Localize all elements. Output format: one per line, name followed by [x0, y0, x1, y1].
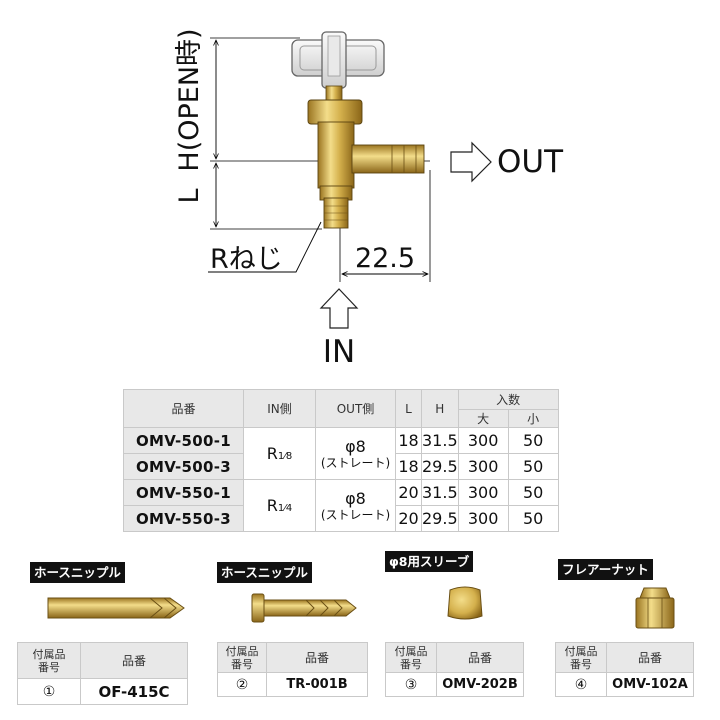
accessory-part: OMV-102A	[606, 672, 694, 697]
qty-small-cell: 50	[507, 427, 559, 454]
spec-table: 品番 IN側 OUT側 L H 入数 大 小 OMV-500-1 R1⁄8 φ8…	[123, 389, 559, 532]
h-cell: 31.5	[421, 427, 459, 454]
in-side-cell: R1⁄8	[243, 427, 316, 480]
out-label: OUT	[497, 144, 564, 180]
accessory-no-header: 付属品番号	[555, 642, 607, 673]
accessory-part: OMV-202B	[436, 672, 524, 697]
accessory-no: ②	[217, 672, 267, 697]
accessory-part-header: 品番	[606, 642, 694, 673]
l-cell: 18	[395, 453, 422, 480]
qty-large-cell: 300	[457, 479, 509, 506]
valve-illustration	[291, 31, 425, 229]
l-cell: 20	[395, 479, 422, 506]
header-qty: 入数	[457, 389, 559, 410]
accessory-part: OF-415C	[80, 678, 188, 705]
hose-nipple-1-image	[47, 597, 185, 619]
accessory-no: ①	[17, 678, 81, 705]
qty-small-cell: 50	[507, 505, 559, 532]
accessory-no-header: 付属品番号	[217, 642, 267, 673]
header-h: H	[421, 389, 459, 428]
hose-nipple-2-image	[251, 593, 357, 623]
in-label: IN	[323, 334, 355, 370]
accessory-part-header: 品番	[436, 642, 524, 673]
accessory-1-label: ホースニップル	[30, 562, 125, 583]
out-arrow-icon	[450, 141, 492, 183]
table-row: OMV-500-1 R1⁄8 φ8(ストレート) 18 31.5 300 50	[123, 427, 559, 480]
table-row: OMV-550-3 20 29.5 300 50	[123, 505, 559, 532]
accessory-4-label: フレアーナット	[558, 559, 653, 580]
h-cell: 31.5	[421, 479, 459, 506]
model-cell: OMV-550-3	[123, 505, 244, 532]
width-dimension-label: 22.5	[355, 243, 415, 274]
accessory-part-header: 品番	[80, 642, 188, 679]
accessory-3-table: 付属品番号 品番 ③ OMV-202B	[385, 642, 524, 697]
table-row: OMV-500-3 18 29.5 300 50	[123, 453, 559, 480]
accessory-3-label: φ8用スリーブ	[385, 551, 474, 572]
sleeve-image	[447, 586, 483, 620]
r-thread-leader	[208, 221, 322, 273]
l-dimension-label: L	[174, 188, 205, 203]
in-side-cell: R1⁄4	[243, 479, 316, 532]
table-row: OMV-550-1 R1⁄4 φ8(ストレート) 20 31.5 300 50	[123, 479, 559, 532]
header-out-side: OUT側	[315, 389, 396, 428]
qty-small-cell: 50	[507, 479, 559, 506]
in-arrow-icon	[319, 288, 359, 329]
model-cell: OMV-500-1	[123, 427, 244, 454]
accessory-1-table: 付属品番号 品番 ① OF-415C	[17, 642, 188, 705]
out-side-cell: φ8(ストレート)	[315, 427, 396, 480]
header-in-side: IN側	[243, 389, 316, 428]
out-side-cell: φ8(ストレート)	[315, 479, 396, 532]
accessory-2-table: 付属品番号 品番 ② TR-001B	[217, 642, 368, 697]
accessory-2-label: ホースニップル	[217, 562, 312, 583]
header-qty-small: 小	[507, 409, 559, 428]
accessory-part: TR-001B	[266, 672, 368, 697]
accessory-no-header: 付属品番号	[385, 642, 437, 673]
accessory-no: ④	[555, 672, 607, 697]
header-part-no: 品番	[123, 389, 244, 428]
h-cell: 29.5	[421, 505, 459, 532]
model-cell: OMV-500-3	[123, 453, 244, 480]
qty-large-cell: 300	[457, 453, 509, 480]
accessory-no: ③	[385, 672, 437, 697]
h-cell: 29.5	[421, 453, 459, 480]
l-cell: 20	[395, 505, 422, 532]
qty-large-cell: 300	[457, 505, 509, 532]
accessory-no-header: 付属品番号	[17, 642, 81, 679]
qty-small-cell: 50	[507, 453, 559, 480]
flare-nut-image	[635, 587, 675, 629]
header-l: L	[395, 389, 422, 428]
model-cell: OMV-550-1	[123, 479, 244, 506]
valve-diagram: H(OPEN時) L Rねじ 22.5 OUT IN	[174, 28, 564, 370]
qty-large-cell: 300	[457, 427, 509, 454]
h-dimension-label: H(OPEN時)	[174, 28, 205, 171]
l-cell: 18	[395, 427, 422, 454]
accessory-4-table: 付属品番号 品番 ④ OMV-102A	[555, 642, 694, 697]
header-qty-large: 大	[457, 409, 509, 428]
r-thread-label: Rねじ	[210, 244, 283, 275]
accessory-part-header: 品番	[266, 642, 368, 673]
